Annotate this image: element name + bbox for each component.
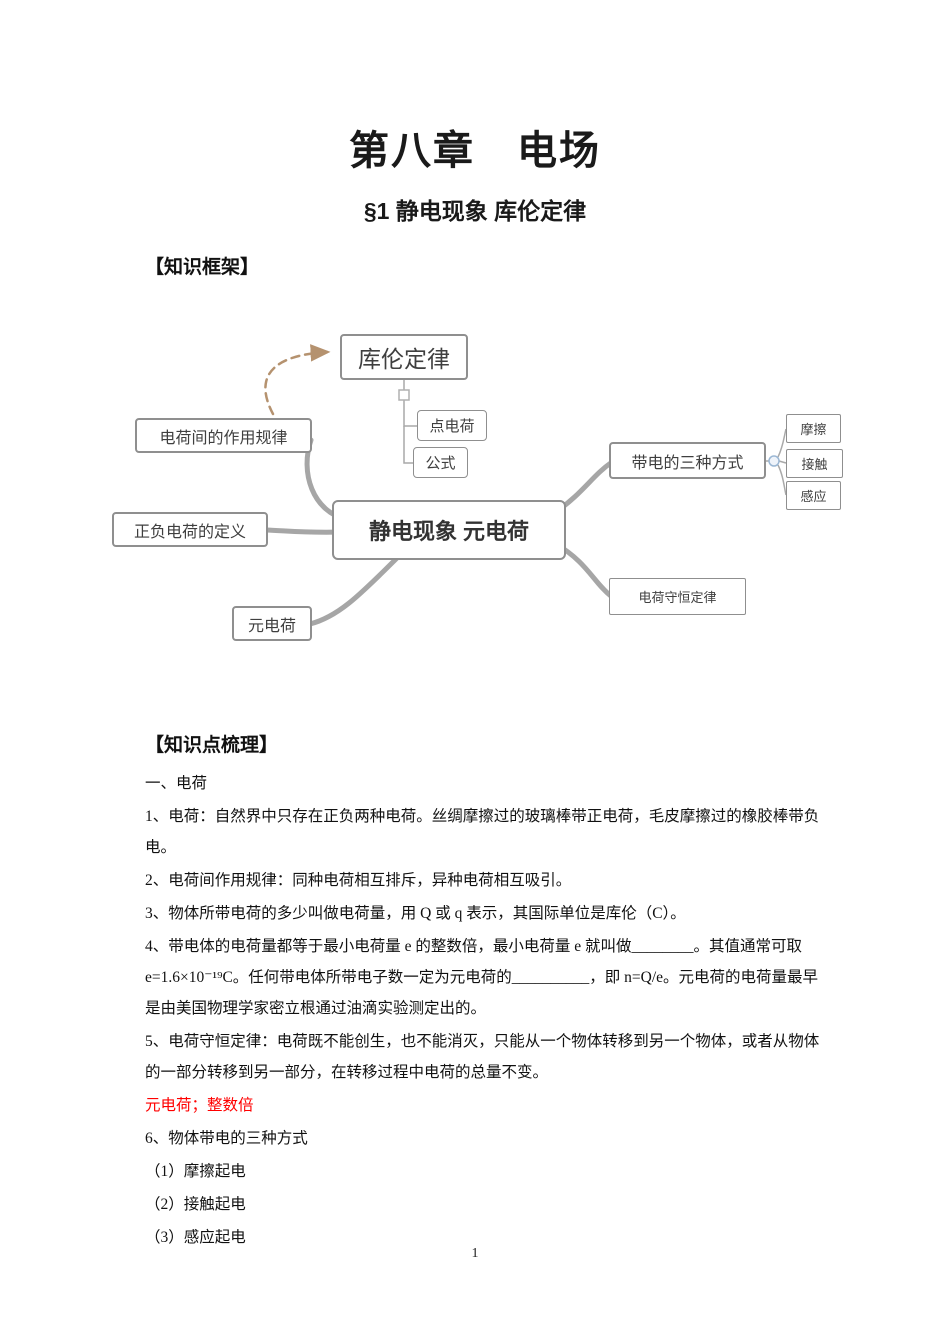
page-number: 1 bbox=[471, 1246, 479, 1261]
mindmap-node-center: 静电现象 元电荷 bbox=[332, 500, 566, 560]
mindmap-node-pos-neg-definition: 正负电荷的定义 bbox=[112, 512, 268, 547]
line-induction bbox=[777, 464, 787, 496]
mindmap-node-coulomb-law: 库伦定律 bbox=[340, 334, 468, 380]
mindmap-node-induction: 感应 bbox=[786, 481, 841, 510]
branch-posneg bbox=[263, 527, 345, 535]
content-subitem-2: （2）接触起电 bbox=[145, 1196, 246, 1213]
mindmap-node-friction: 摩擦 bbox=[786, 414, 841, 443]
content-subitem-1: （1）摩擦起电 bbox=[145, 1163, 246, 1180]
line-contact bbox=[778, 460, 787, 464]
mindmap-node-charge-interaction: 电荷间的作用规律 bbox=[135, 418, 312, 453]
content-item-4: 4、带电体的电荷量都等于最小电荷量 e 的整数倍，最小电荷量 e 就叫做____… bbox=[145, 938, 819, 1017]
line-friction bbox=[777, 428, 787, 458]
answer-note: 元电荷；整数倍 bbox=[145, 1097, 254, 1114]
mindmap-node-elementary-charge: 元电荷 bbox=[232, 606, 312, 641]
content-item-2: 2、电荷间作用规律：同种电荷相互排斥，异种电荷相互吸引。 bbox=[145, 872, 572, 889]
knowledge-mindmap: 库伦定律 点电荷 公式 电荷间的作用规律 正负电荷的定义 静电现象 元电荷 元电… bbox=[0, 320, 950, 665]
branch-elementary bbox=[307, 555, 400, 627]
framework-heading: 【知识框架】 bbox=[145, 257, 260, 278]
content-subitem-3: （3）感应起电 bbox=[145, 1229, 246, 1246]
mindmap-node-conservation: 电荷守恒定律 bbox=[609, 578, 746, 615]
list-title: 一、电荷 bbox=[145, 775, 208, 792]
chapter-title: 第八章 电场 bbox=[349, 129, 601, 173]
content-item-3: 3、物体所带电荷的多少叫做电荷量，用 Q 或 q 表示，其国际单位是库伦（C）。 bbox=[145, 905, 686, 922]
mindmap-node-contact: 接触 bbox=[786, 449, 843, 478]
content-item-6: 6、物体带电的三种方式 bbox=[145, 1130, 308, 1147]
line-formula bbox=[403, 426, 413, 464]
line-point-charge bbox=[403, 380, 417, 427]
mindmap-node-three-ways: 带电的三种方式 bbox=[609, 442, 766, 479]
points-heading: 【知识点梳理】 bbox=[145, 735, 279, 756]
dashed-arrow bbox=[264, 344, 331, 416]
content-item-5: 5、电荷守恒定律：电荷既不能创生，也不能消灭，只能从一个物体转移到另一个物体，或… bbox=[145, 1033, 820, 1081]
mindmap-node-formula: 公式 bbox=[413, 447, 468, 478]
square-connector bbox=[398, 389, 410, 401]
content-body: 一、电荷 1、电荷：自然界中只存在正负两种电荷。丝绸摩擦过的玻璃棒带正电荷，毛皮… bbox=[145, 768, 825, 1255]
content-item-1: 1、电荷：自然界中只存在正负两种电荷。丝绸摩擦过的玻璃棒带正电荷，毛皮摩擦过的橡… bbox=[145, 808, 820, 856]
section-title: §1 静电现象 库伦定律 bbox=[363, 198, 587, 224]
mindmap-node-point-charge: 点电荷 bbox=[417, 410, 487, 441]
circle-connector bbox=[768, 455, 780, 467]
